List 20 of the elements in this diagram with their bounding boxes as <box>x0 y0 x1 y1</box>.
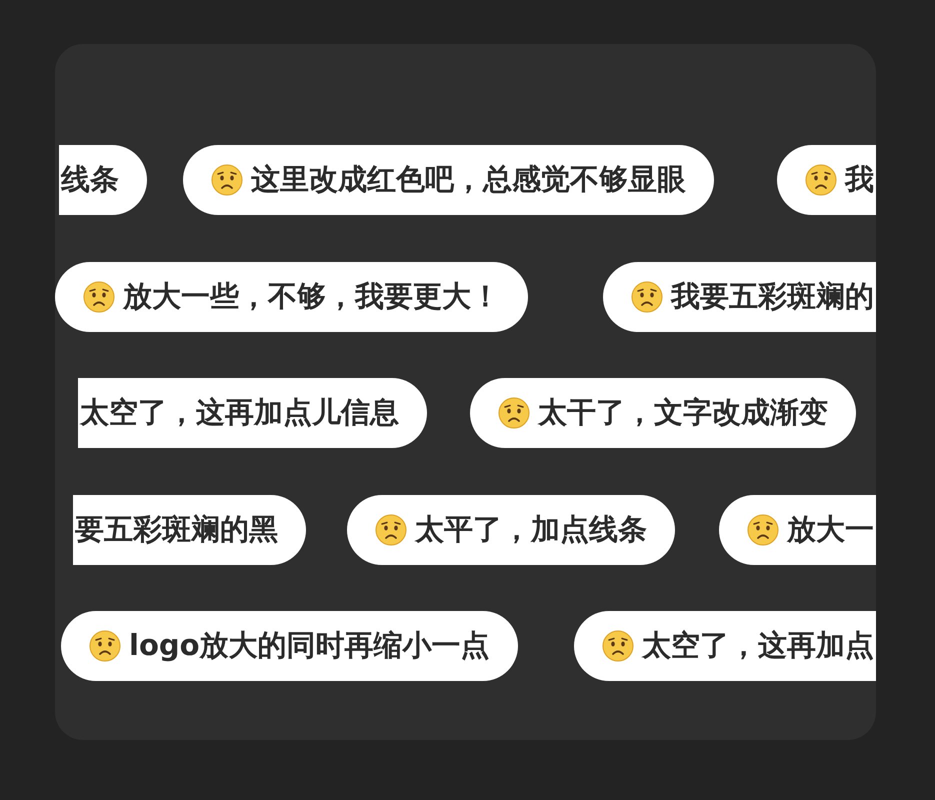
comment-text: 我要五彩斑斓的 <box>671 278 874 315</box>
comment-text: 我 <box>845 161 874 198</box>
comment-pill <box>574 611 876 681</box>
comment-text: 太空了，这再加点儿信息 <box>80 394 399 431</box>
comment-pill <box>719 495 876 565</box>
comment-text: 线条 <box>61 161 119 198</box>
comment-pill <box>59 145 147 215</box>
comment-text: 太空了，这再加点 <box>642 627 874 664</box>
comment-text: 这里改成红色吧，总感觉不够显眼 <box>251 161 686 198</box>
comment-pill <box>73 495 306 565</box>
comment-text: 放大一 <box>787 511 874 548</box>
comment-text: 太干了，文字改成渐变 <box>538 394 828 431</box>
comment-text: logo放大的同时再缩小一点 <box>129 627 490 664</box>
comment-pill <box>78 378 427 448</box>
comment-pill <box>55 262 528 332</box>
comment-pill <box>603 262 876 332</box>
comment-text: 太平了，加点线条 <box>415 511 647 548</box>
comment-text: 放大一些，不够，我要更大！ <box>123 278 500 315</box>
comment-text: 要五彩斑斓的黑 <box>75 511 278 548</box>
comment-pill <box>777 145 876 215</box>
